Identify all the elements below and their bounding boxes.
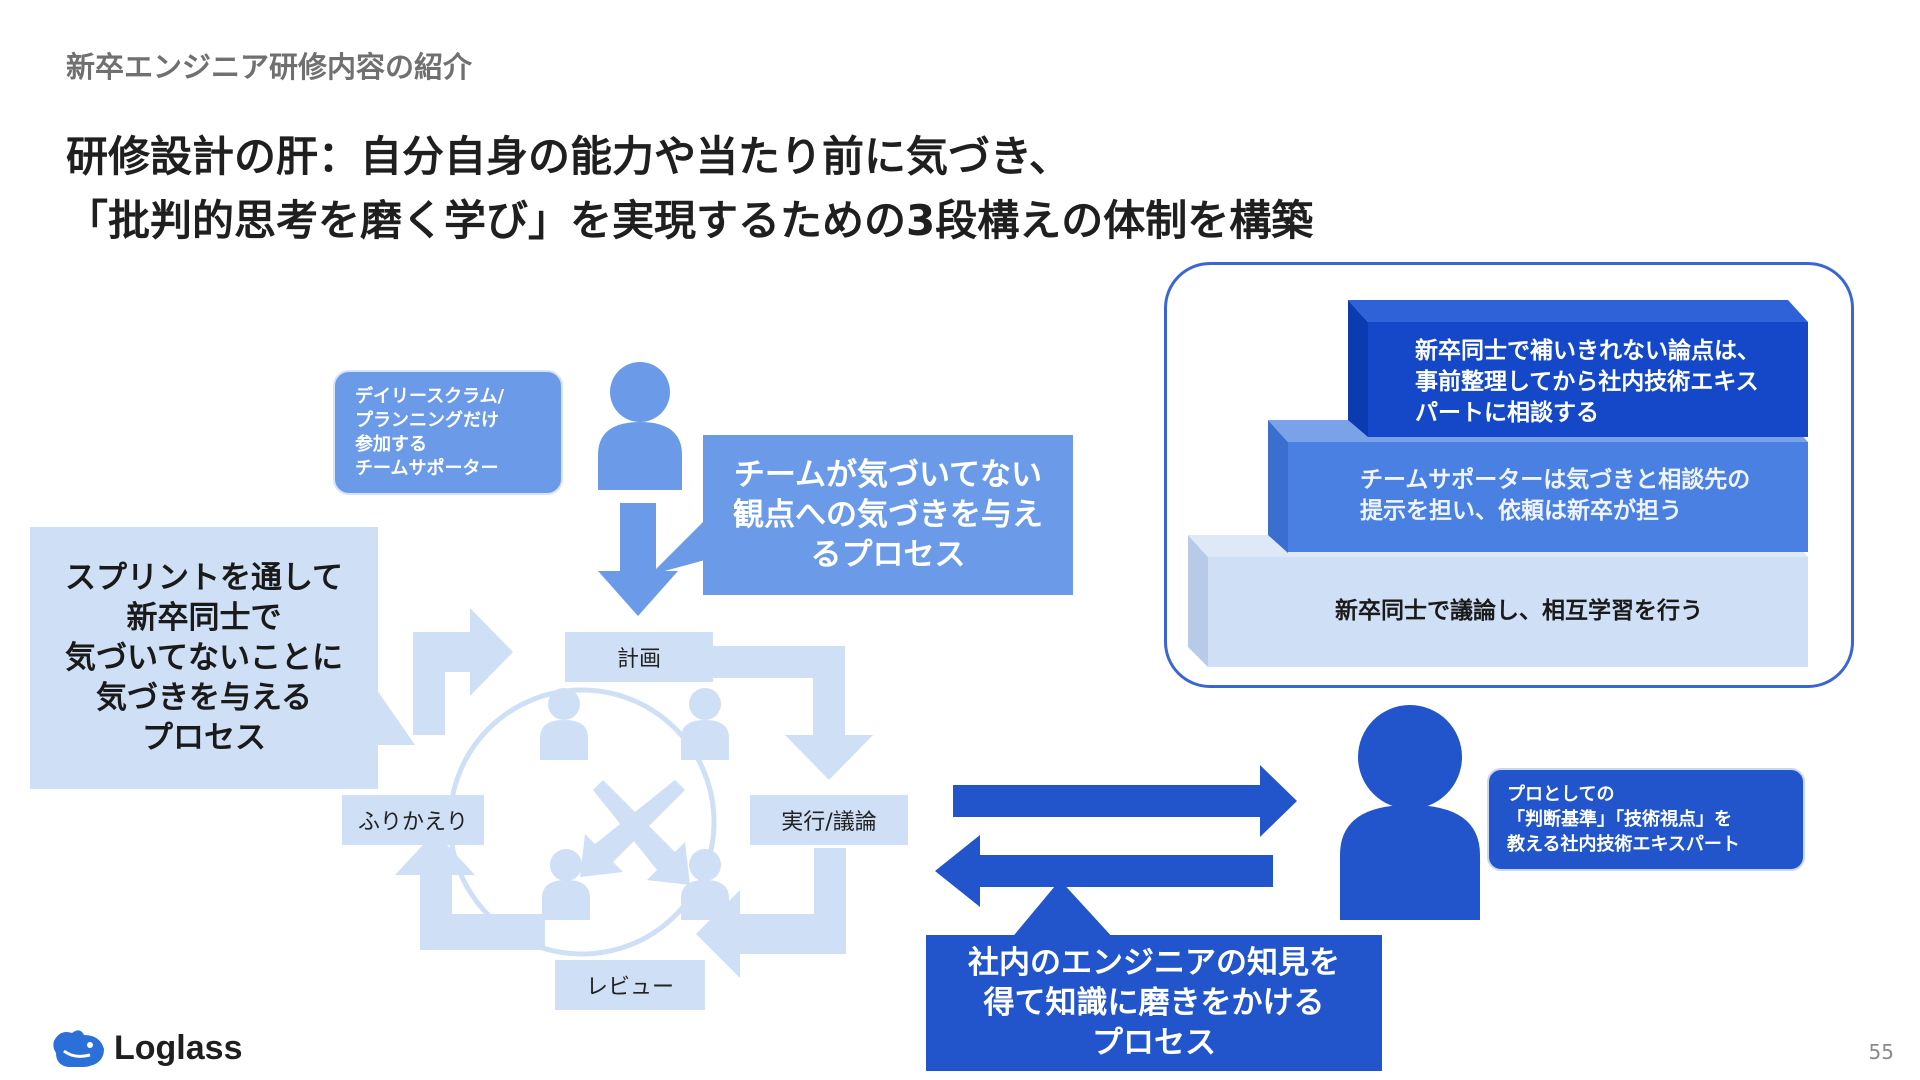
page-number: 55	[1868, 1040, 1894, 1064]
whale-logo-icon	[53, 1030, 104, 1067]
team-supporter-label: デイリースクラム/ プランニングだけ 参加する チームサポーター	[333, 370, 563, 495]
stairs-top-text: 新卒同士で補いきれない論点は、 事前整理してから社内技術エキス パートに相談する	[1415, 338, 1760, 426]
expert-callout: 社内のエンジニアの知見を 得て知識に磨きをかける プロセス	[926, 935, 1382, 1071]
cycle-label-review: レビュー	[555, 960, 705, 1010]
sprint-callout: スプリントを通して 新卒同士で 気づいてないことに 気づきを与える プロセス	[30, 527, 378, 789]
expert-person-icon	[1340, 705, 1480, 920]
stairs-bottom-text: 新卒同士で議論し、相互学習を行う	[1335, 598, 1703, 624]
headline: 研修設計の肝：自分自身の能力や当たり前に気づき、 「批判的思考を磨く学び」を実現…	[66, 125, 1313, 253]
headline-line-2: 「批判的思考を磨く学び」を実現するための3段構えの体制を構築	[66, 196, 1314, 245]
logo: Loglass	[50, 1025, 242, 1071]
cycle-diagram	[395, 608, 873, 978]
expert-label: プロとしての 「判断基準」「技術視点」を 教える社内技術エキスパート	[1487, 768, 1805, 871]
loop-arrows	[395, 608, 873, 978]
cycle-person-icon	[540, 688, 588, 760]
cycle-label-execute: 実行/議論	[750, 795, 908, 845]
cycle-person-icon	[681, 688, 729, 760]
stairs-diagram	[1188, 300, 1808, 667]
logo-text: Loglass	[114, 1028, 243, 1067]
stairs-middle-text: チームサポーターは気づきと相談先の 提示を担い、依頼は新卒が担う	[1360, 467, 1751, 524]
exchange-arrows-icon	[935, 765, 1297, 907]
sprint-callout-tail	[370, 680, 415, 745]
down-arrow-icon	[598, 503, 678, 616]
team-supporter-callout-tail	[650, 520, 705, 575]
team-supporter-callout: チームが気づいてない 観点への気づきを与え るプロセス	[703, 435, 1073, 595]
cycle-person-icon	[681, 849, 729, 920]
headline-line-1: 研修設計の肝：自分自身の能力や当たり前に気づき、	[66, 132, 1072, 181]
cycle-person-icon	[542, 849, 590, 920]
team-supporter-person-icon	[598, 362, 682, 490]
cycle-label-retro: ふりかえり	[342, 795, 484, 845]
expert-callout-tail	[1010, 880, 1115, 940]
section-title: 新卒エンジニア研修内容の紹介	[66, 50, 473, 84]
cross-arrows-icon	[580, 780, 690, 885]
cycle-label-plan: 計画	[565, 632, 713, 682]
